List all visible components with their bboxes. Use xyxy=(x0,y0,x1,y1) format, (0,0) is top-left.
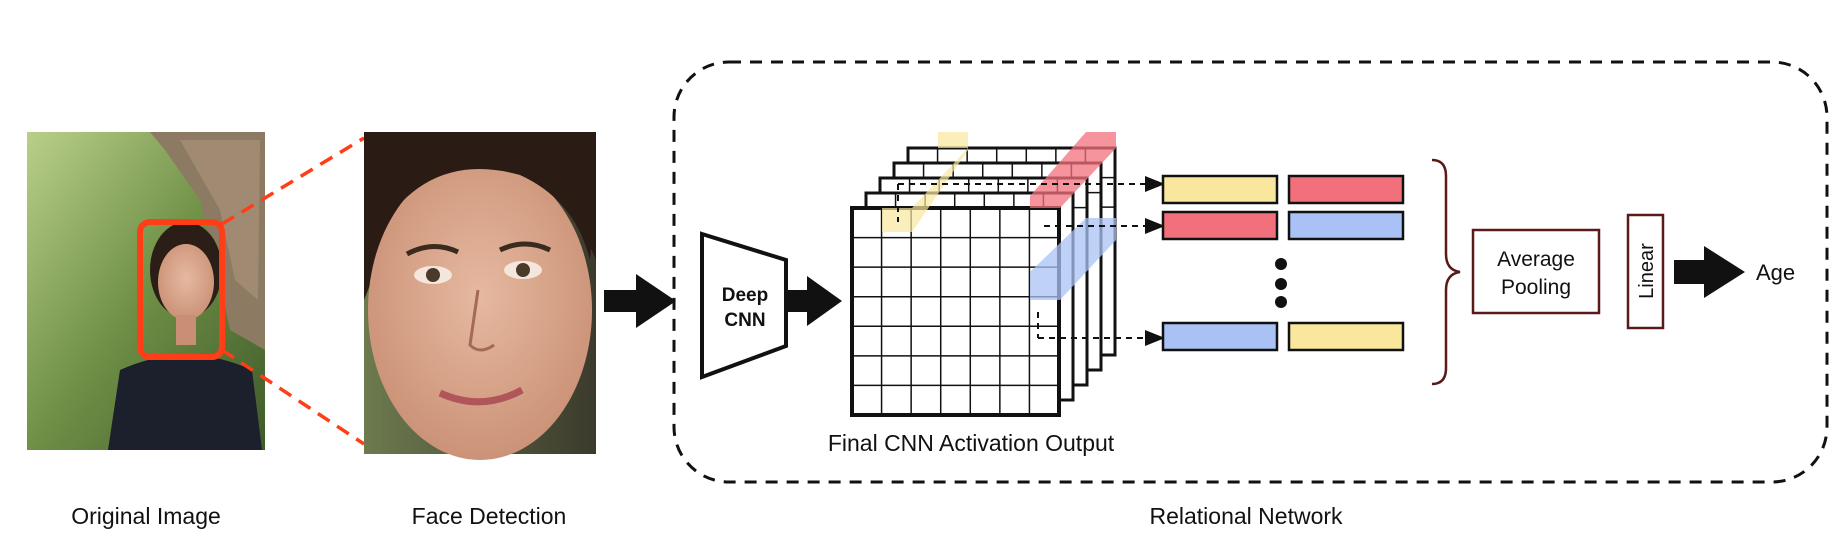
arrow-cnn-to-activation-icon xyxy=(787,276,842,326)
yellow-region xyxy=(882,132,968,232)
arrow-to-output-icon xyxy=(1674,246,1745,298)
average-pooling-block xyxy=(1471,228,1601,315)
curly-brace-icon xyxy=(1431,158,1461,386)
feature-vector-red xyxy=(1287,174,1405,205)
red-region xyxy=(1030,132,1116,208)
caption-face-detection: Face Detection xyxy=(412,503,567,529)
linear-block xyxy=(1626,213,1665,330)
linear-label: Linear xyxy=(1636,243,1658,299)
arrow-to-network-icon xyxy=(604,274,676,328)
feature-vector-blue xyxy=(1161,321,1279,352)
connector-yellow-red xyxy=(897,176,1165,222)
deep-cnn-label-2: CNN xyxy=(724,310,765,331)
activation-layer xyxy=(850,206,1061,417)
feature-vector-yellow xyxy=(1161,174,1279,205)
zoom-line-top xyxy=(221,136,365,226)
feature-vector-yellow xyxy=(1287,321,1405,352)
pooling-label-2: Pooling xyxy=(1501,276,1571,299)
zoom-line-bottom xyxy=(221,348,365,446)
feature-vector-blue xyxy=(1287,210,1405,241)
caption-original-image: Original Image xyxy=(71,503,221,529)
relational-network-container xyxy=(672,60,1829,484)
highlight-tubes xyxy=(882,132,1116,300)
face-detection-box xyxy=(137,219,225,360)
blue-region xyxy=(1030,218,1116,300)
feature-vector-red xyxy=(1161,210,1279,241)
face-crop-image xyxy=(364,132,596,460)
caption-activation-output: Final CNN Activation Output xyxy=(828,430,1115,456)
activation-grid-stack xyxy=(850,132,1117,417)
output-label: Age xyxy=(1756,260,1795,285)
connector-blue-yellow xyxy=(1037,312,1165,346)
original-image xyxy=(27,132,265,450)
feature-vector-pairs xyxy=(1161,174,1405,352)
deep-cnn-label-1: Deep xyxy=(722,285,768,306)
deep-cnn-block xyxy=(700,231,788,380)
pooling-label-1: Average xyxy=(1497,248,1575,271)
ellipsis-dots-icon xyxy=(1275,258,1287,308)
caption-relational-network: Relational Network xyxy=(1149,503,1343,529)
